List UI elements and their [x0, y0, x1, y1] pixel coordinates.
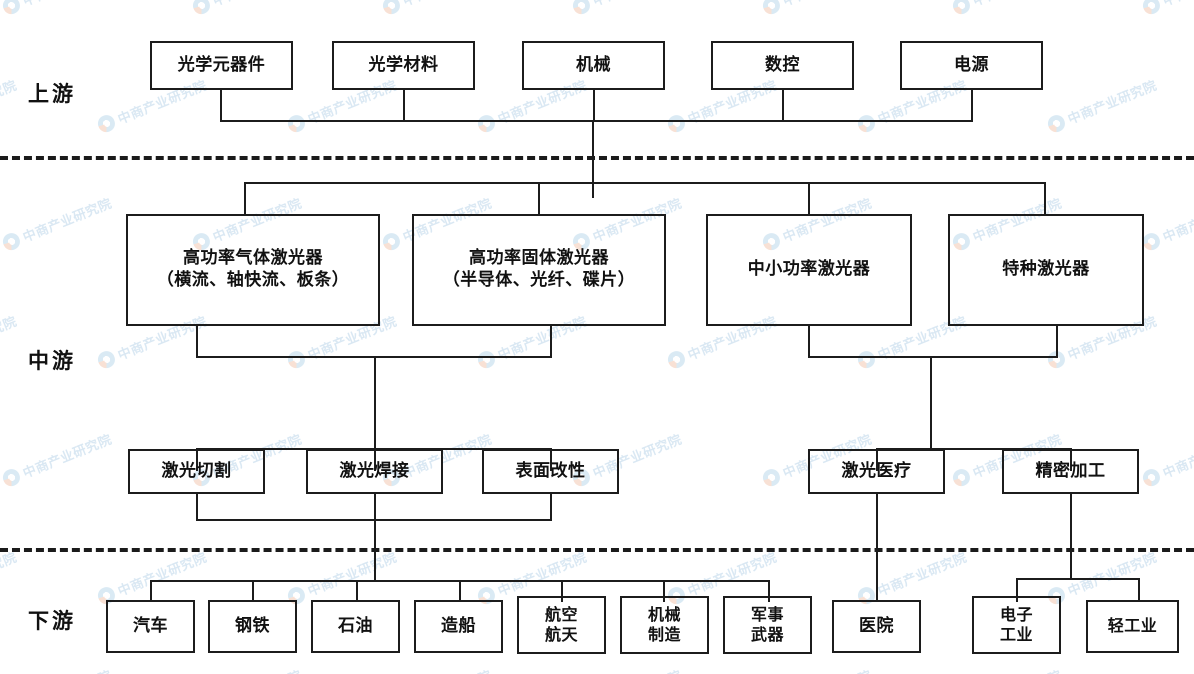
connector-ds-auto-drop [150, 580, 152, 602]
connector-ds-electronics-drop [1016, 578, 1018, 602]
connector-cut-down [196, 494, 198, 521]
node-petroleum[interactable]: 石油 [311, 600, 400, 653]
node-label: 医院 [859, 615, 894, 636]
node-surface-modification[interactable]: 表面改性 [482, 449, 619, 494]
tier-label-upstream: 上游 [28, 82, 76, 106]
connector-ds-petroleum-drop [356, 580, 358, 602]
connector-midstream-bus [244, 182, 1046, 184]
connector-upstream-trunk [592, 120, 594, 198]
connector-upstream-bus [220, 120, 973, 122]
node-mid-low-power-laser[interactable]: 中小功率激光器 [706, 214, 912, 326]
node-label: 机械 [576, 54, 611, 75]
connector-upstream-1-drop [403, 90, 405, 122]
node-label: 造船 [441, 615, 476, 636]
divider-midstream-downstream [0, 548, 1194, 552]
node-label: 数控 [765, 54, 800, 75]
node-laser-welding[interactable]: 激光焊接 [306, 449, 443, 494]
node-label: 光学材料 [368, 54, 439, 75]
node-high-power-solid-laser[interactable]: 高功率固体激光器（半导体、光纤、碟片） [412, 214, 666, 326]
node-hospital[interactable]: 医院 [832, 600, 921, 653]
node-label: 高功率固体激光器（半导体、光纤、碟片） [442, 248, 636, 290]
node-label: 高功率气体激光器（横流、轴快流、板条） [156, 248, 350, 290]
node-laser-cutting[interactable]: 激光切割 [128, 449, 265, 494]
connector-app-cut-drop [196, 448, 198, 471]
node-aerospace[interactable]: 航空航天 [517, 596, 606, 654]
node-electronics-industry[interactable]: 电子工业 [972, 596, 1061, 654]
node-label: 表面改性 [515, 460, 586, 481]
tier-label-downstream: 下游 [28, 609, 76, 633]
connector-ds-steel-drop [252, 580, 254, 602]
connector-ds-military-drop [768, 580, 770, 602]
node-label: 特种激光器 [1002, 259, 1090, 280]
node-optical-components[interactable]: 光学元器件 [150, 41, 293, 90]
node-cnc[interactable]: 数控 [711, 41, 854, 90]
node-label: 中小功率激光器 [747, 259, 871, 280]
node-precision-machining[interactable]: 精密加工 [1002, 449, 1139, 494]
connector-upstream-2-drop [593, 90, 595, 122]
connector-left-trunk [374, 356, 376, 450]
connector-right-trunk [930, 356, 932, 450]
connector-special-laser-down [1056, 326, 1058, 358]
connector-upstream-4-drop [971, 90, 973, 122]
connector-app-surface-drop [550, 448, 552, 471]
connector-ds-light-drop [1138, 578, 1140, 602]
node-label: 电源 [954, 54, 989, 75]
node-steel[interactable]: 钢铁 [208, 600, 297, 653]
node-high-power-gas-laser[interactable]: 高功率气体激光器（横流、轴快流、板条） [126, 214, 380, 326]
node-special-laser[interactable]: 特种激光器 [948, 214, 1144, 326]
node-label: 钢铁 [235, 615, 270, 636]
node-power-supply[interactable]: 电源 [900, 41, 1043, 90]
tier-label-midstream: 中游 [28, 349, 76, 373]
connector-precision-bus [1016, 578, 1140, 580]
node-label: 光学元器件 [177, 54, 266, 75]
node-label: 轻工业 [1107, 616, 1158, 636]
connector-ds-machinery-drop [663, 580, 665, 602]
connector-app-precision-drop [1070, 448, 1072, 471]
node-label: 激光医疗 [841, 460, 912, 481]
node-shipbuilding[interactable]: 造船 [414, 600, 503, 653]
node-label: 激光切割 [161, 460, 232, 481]
connector-solid-laser-down [550, 326, 552, 358]
connector-midlow-laser-down [808, 326, 810, 358]
node-label: 精密加工 [1035, 460, 1106, 481]
node-label: 军事武器 [750, 604, 784, 644]
connector-precision-trunk [1070, 494, 1072, 580]
node-optical-materials[interactable]: 光学材料 [332, 41, 475, 90]
node-light-industry[interactable]: 轻工业 [1086, 600, 1179, 653]
node-label: 汽车 [133, 615, 168, 636]
node-automobile[interactable]: 汽车 [106, 600, 195, 653]
node-military-weapons[interactable]: 军事武器 [723, 596, 812, 654]
connector-upstream-3-drop [782, 90, 784, 122]
node-machinery-manufacturing[interactable]: 机械制造 [620, 596, 709, 654]
node-label: 电子工业 [999, 604, 1033, 644]
node-laser-medical[interactable]: 激光医疗 [808, 449, 945, 494]
connector-midstream-2-drop [808, 182, 810, 215]
connector-ds-ship-drop [459, 580, 461, 602]
connector-midstream-0-drop [244, 182, 246, 215]
connector-ds-aero-drop [561, 580, 563, 602]
node-label: 机械制造 [647, 604, 681, 644]
connector-app-right-bus [876, 448, 1072, 450]
connector-weld-down [374, 494, 376, 521]
connector-apps-left-trunk [374, 519, 376, 582]
node-label: 航空航天 [544, 604, 578, 644]
node-machinery[interactable]: 机械 [522, 41, 665, 90]
connector-upstream-0-drop [220, 90, 222, 122]
connector-surface-down [550, 494, 552, 521]
connector-midstream-1-drop [538, 182, 540, 215]
node-label: 石油 [338, 615, 373, 636]
connector-medical-hospital [876, 494, 878, 602]
connector-midstream-3-drop [1044, 182, 1046, 215]
connector-app-medical-drop [876, 448, 878, 471]
connector-right-merge-bus [808, 356, 1058, 358]
connector-app-weld-drop [374, 448, 376, 471]
connector-gas-laser-down [196, 326, 198, 358]
node-label: 激光焊接 [339, 460, 410, 481]
divider-upstream-midstream [0, 156, 1194, 160]
